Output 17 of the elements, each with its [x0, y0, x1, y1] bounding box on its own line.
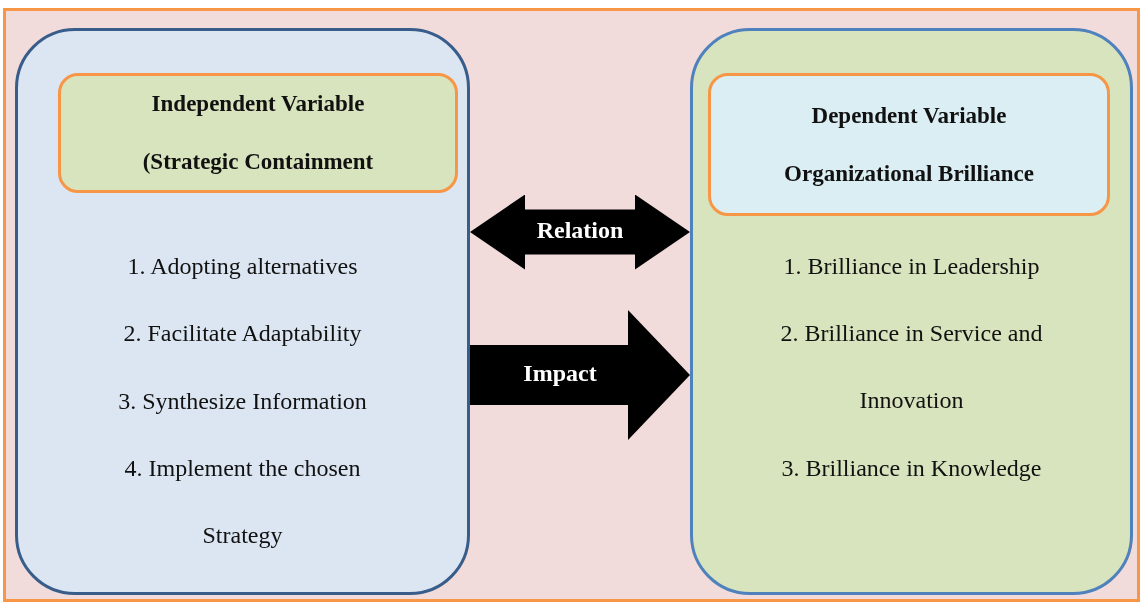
list-item: 2. Facilitate Adaptability: [123, 319, 362, 348]
variable-panel: [15, 28, 470, 595]
list-item: 4. Implement the chosen Strategy: [123, 454, 362, 550]
double-block-arrow: [470, 194, 690, 270]
list-item: 1. Adopting alternatives: [127, 252, 358, 281]
list-item: 1. Brilliance in Leadership: [783, 252, 1040, 281]
block-arrow: [470, 310, 690, 440]
list-item: 3. Brilliance in Knowledge: [781, 454, 1042, 483]
edge-label: Impact: [523, 359, 597, 387]
variable-panel: [690, 28, 1133, 595]
header-box: [58, 73, 458, 193]
edge-label: Relation: [536, 216, 624, 244]
header-text: Dependent Variable Organizational Brilliance: [783, 101, 1035, 188]
list-item: 2. Brilliance in Service and Innovation: [779, 319, 1044, 415]
list-item: 3. Synthesize Information: [118, 387, 367, 416]
header-box: [708, 73, 1110, 216]
header-text: Independent Variable (Strategic Containment: [141, 90, 375, 176]
